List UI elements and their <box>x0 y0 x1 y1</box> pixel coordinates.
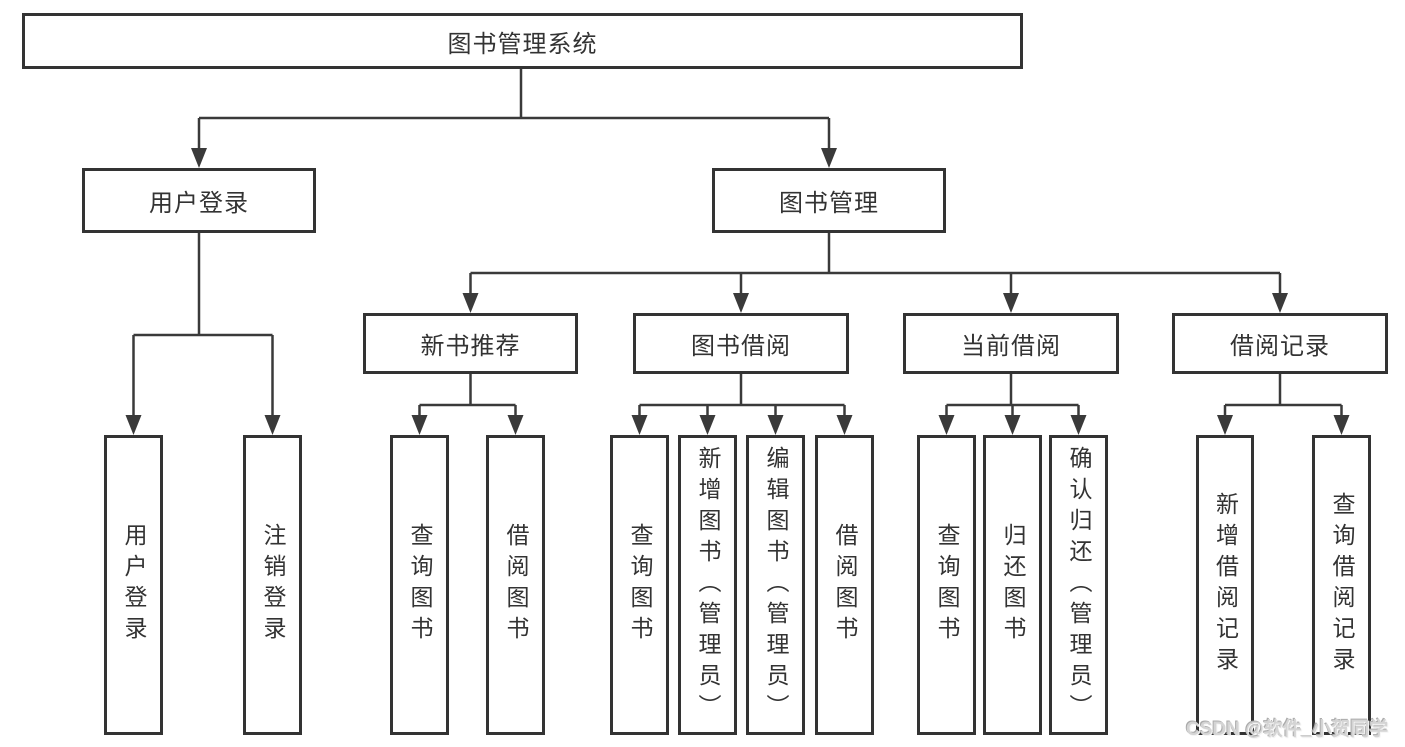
leaf-label: 借阅图书 <box>832 523 858 647</box>
leaf-return-books: 归还图书 <box>983 435 1042 735</box>
leaf-query-books-borrowing: 查询图书 <box>610 435 669 735</box>
node-label: 借阅记录 <box>1230 333 1330 360</box>
node-new-book-recommend: 新书推荐 <box>363 313 578 374</box>
connector-borrow-records-to-leaves <box>1217 373 1350 435</box>
leaf-label: 注销登录 <box>260 523 286 647</box>
leaf-confirm-return-admin: 确认归还（管理员） <box>1049 435 1108 735</box>
leaf-label: 归还图书 <box>1000 523 1026 647</box>
node-book-borrowing: 图书借阅 <box>633 313 849 374</box>
node-current-borrowing: 当前借阅 <box>903 313 1119 374</box>
leaf-label: 查询图书 <box>627 523 653 647</box>
leaf-query-books-current: 查询图书 <box>917 435 976 735</box>
leaf-label: 新增借阅记录 <box>1212 492 1239 678</box>
node-book-management: 图书管理 <box>712 168 946 233</box>
leaf-borrow-books-recommend: 借阅图书 <box>486 435 545 735</box>
leaf-borrow-books: 借阅图书 <box>815 435 874 735</box>
node-borrow-records: 借阅记录 <box>1172 313 1388 374</box>
connector-root-to-level2 <box>191 68 837 168</box>
leaf-label: 查询图书 <box>934 523 960 647</box>
leaf-label: 新增图书（管理员） <box>695 445 721 725</box>
leaf-query-borrow-record: 查询借阅记录 <box>1312 435 1371 735</box>
leaf-label: 借阅图书 <box>503 523 529 647</box>
csdn-watermark: CSDN @软件_小贺同学 <box>1186 719 1389 740</box>
leaf-add-borrow-record: 新增借阅记录 <box>1196 435 1254 735</box>
connector-book-borrowing-to-leaves <box>631 373 853 435</box>
leaf-label: 查询借阅记录 <box>1329 492 1355 678</box>
leaf-label: 编辑图书（管理员） <box>763 445 789 725</box>
leaf-user-login: 用户登录 <box>104 435 163 735</box>
leaf-add-book-admin: 新增图书（管理员） <box>678 435 737 735</box>
node-user-login: 用户登录 <box>82 168 316 233</box>
leaf-label: 确认归还（管理员） <box>1066 445 1092 725</box>
node-label: 新书推荐 <box>420 333 521 360</box>
leaf-edit-book-admin: 编辑图书（管理员） <box>746 435 805 735</box>
node-library-management-system: 图书管理系统 <box>22 13 1023 69</box>
node-label: 用户登录 <box>149 190 249 217</box>
node-label: 当前借阅 <box>961 333 1061 360</box>
connector-new-book-recommend-to-leaves <box>411 373 524 435</box>
connector-user-login-to-leaves <box>125 232 281 435</box>
leaf-query-books-recommend: 查询图书 <box>390 435 449 735</box>
node-label: 图书管理系统 <box>447 30 598 58</box>
leaf-label: 用户登录 <box>121 523 147 647</box>
leaf-label: 查询图书 <box>407 523 433 647</box>
leaf-logout: 注销登录 <box>243 435 302 735</box>
connector-current-borrowing-to-leaves <box>938 373 1087 435</box>
connector-book-management-to-level3 <box>462 232 1288 313</box>
node-label: 图书管理 <box>779 190 879 217</box>
node-label: 图书借阅 <box>691 333 791 360</box>
